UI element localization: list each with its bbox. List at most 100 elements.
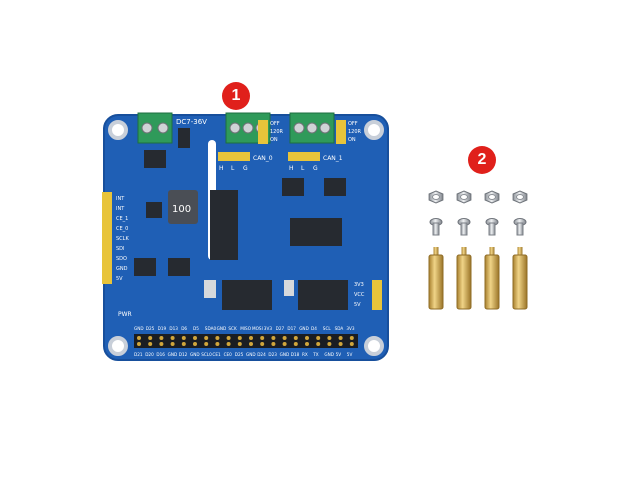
chip bbox=[282, 178, 304, 196]
gpio-pin bbox=[282, 336, 287, 340]
gpio-pin bbox=[338, 336, 343, 340]
left-pin-label: INT bbox=[116, 206, 125, 212]
standoff-thread bbox=[433, 247, 439, 255]
pwr-label: PWR bbox=[118, 311, 132, 318]
standoff-thread bbox=[489, 247, 495, 255]
hardware-kit bbox=[428, 190, 528, 310]
gpio-bottom-label: GND bbox=[324, 352, 334, 357]
gpio-bottom-label: CE0 bbox=[224, 352, 233, 357]
hl-h-0: H bbox=[219, 165, 224, 172]
gpio-pin bbox=[215, 336, 220, 340]
gpio-bottom-label: D23 bbox=[268, 352, 277, 357]
hl-l-1: L bbox=[301, 165, 305, 172]
callout-badge-2: 2 bbox=[468, 146, 496, 174]
mounting-hole bbox=[108, 336, 128, 356]
gpio-header bbox=[134, 334, 358, 348]
gpio-pin bbox=[316, 336, 321, 340]
gpio-pin bbox=[181, 336, 186, 340]
chip bbox=[134, 258, 156, 276]
hl-g-0: G bbox=[243, 165, 248, 172]
screw-thread bbox=[460, 222, 468, 236]
switch1-120r: 120R bbox=[348, 129, 362, 135]
left-pin-label: SCLK bbox=[116, 236, 129, 242]
gpio-bottom-label: 5V bbox=[347, 352, 353, 357]
power-label: DC7-36V bbox=[176, 118, 207, 126]
gpio-pin bbox=[271, 342, 276, 346]
screw-thread bbox=[488, 222, 496, 236]
gpio-pin bbox=[293, 342, 298, 346]
gpio-pin bbox=[305, 336, 309, 340]
gpio-pin bbox=[327, 342, 332, 346]
chip bbox=[168, 258, 190, 276]
gpio-bottom-label: D18 bbox=[291, 352, 300, 357]
switch0-on: ON bbox=[270, 137, 278, 143]
gpio-top-label: SDA0 bbox=[205, 326, 217, 331]
gpio-pin bbox=[338, 342, 343, 346]
gpio-pins bbox=[137, 336, 354, 346]
screw-thread bbox=[516, 222, 524, 236]
gpio-top-label: D19 bbox=[158, 326, 167, 331]
screw-thread bbox=[432, 222, 440, 236]
gpio-bottom-label: GND bbox=[280, 352, 290, 357]
gpio-top-label: 3V3 bbox=[264, 326, 273, 331]
gpio-bottom-label: CE1 bbox=[212, 352, 221, 357]
hl-l-0: L bbox=[231, 165, 235, 172]
hex-nut-hole bbox=[516, 194, 524, 200]
gpio-pin bbox=[159, 336, 164, 340]
gpio-top-label: D5 bbox=[193, 326, 199, 331]
gpio-top-label: MOSI bbox=[252, 326, 263, 331]
gpio-pin bbox=[271, 336, 276, 340]
gpio-pin bbox=[181, 342, 186, 346]
left-pin-label: CE_1 bbox=[116, 216, 128, 222]
left-header bbox=[102, 192, 112, 284]
gpio-pin bbox=[226, 336, 231, 340]
brass-standoff bbox=[428, 254, 444, 310]
gpio-pin bbox=[237, 336, 242, 340]
gpio-bottom-label: RX bbox=[302, 352, 308, 357]
gpio-pin bbox=[193, 342, 197, 346]
gpio-pin bbox=[204, 342, 209, 346]
switch0-off: OFF bbox=[270, 121, 280, 127]
chip bbox=[144, 150, 166, 168]
gpio-pin bbox=[226, 342, 231, 346]
chip bbox=[146, 202, 162, 218]
gpio-pin bbox=[204, 336, 209, 340]
transceiver-chip bbox=[298, 280, 348, 310]
gpio-top-label: GND bbox=[134, 326, 144, 331]
brass-standoff bbox=[512, 254, 528, 310]
gpio-bottom-label: D25 bbox=[235, 352, 244, 357]
gpio-top-label: D13 bbox=[169, 326, 178, 331]
gpio-pin bbox=[193, 336, 197, 340]
capacitor bbox=[204, 280, 216, 298]
gpio-pin bbox=[148, 342, 153, 346]
hex-nut-hole bbox=[488, 194, 496, 200]
gpio-top-label: SDA bbox=[335, 326, 344, 331]
right-pin-label: 5V bbox=[354, 302, 361, 308]
pcb-board: DC7-36V OFF 120R ON OFF 120R ON CAN_0 bbox=[102, 112, 389, 361]
gpio-pin bbox=[215, 342, 220, 346]
gpio-pin bbox=[260, 336, 265, 340]
left-pin-label: SDI bbox=[116, 246, 125, 252]
gpio-pin bbox=[260, 342, 265, 346]
gpio-pin bbox=[137, 336, 141, 340]
inductor bbox=[168, 190, 198, 224]
gpio-pin bbox=[237, 342, 242, 346]
mounting-hole bbox=[364, 120, 384, 140]
gpio-top-label: D25 bbox=[146, 326, 155, 331]
gpio-pin bbox=[282, 342, 287, 346]
can1-header bbox=[288, 152, 320, 161]
gpio-bottom-label: D16 bbox=[156, 352, 165, 357]
gpio-pin bbox=[148, 336, 153, 340]
hex-nut-hole bbox=[432, 194, 440, 200]
gpio-top-label: GND bbox=[217, 326, 227, 331]
gpio-bottom-label: SCL0 bbox=[201, 352, 212, 357]
jumper-switch-0 bbox=[258, 120, 268, 144]
jumper-switch-1 bbox=[336, 120, 346, 144]
power-module bbox=[210, 190, 238, 260]
standoff-thread bbox=[461, 247, 467, 255]
hl-g-1: G bbox=[313, 165, 318, 172]
can0-header bbox=[218, 152, 250, 161]
gpio-pin bbox=[249, 336, 253, 340]
